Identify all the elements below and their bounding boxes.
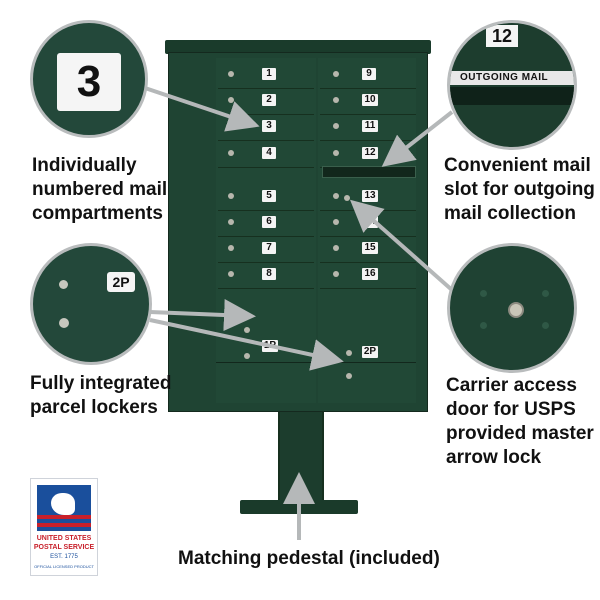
mail-compartment-door-7[interactable] (218, 238, 314, 263)
zoom-slot-opening (450, 87, 574, 105)
arrow-to-parcel-1 (149, 299, 256, 332)
mail-compartment-door-2[interactable] (218, 90, 314, 115)
arrow-to-parcel-2 (149, 318, 344, 371)
compartment-number-8: 8 (262, 268, 276, 280)
usps-line2: POSTAL SERVICE (33, 544, 95, 551)
compartment-lock[interactable] (228, 245, 234, 251)
zoom-parcel-locker: 2P (30, 243, 152, 365)
compartment-lock[interactable] (228, 150, 234, 156)
compartment-number-4: 4 (262, 147, 276, 159)
compartment-lock[interactable] (228, 271, 234, 277)
callout-line: Fully integrated (30, 373, 172, 394)
parcel-locker-2p-number: 2P (362, 346, 378, 358)
arrow-to-carrier-lock (350, 199, 454, 292)
carrier-lock[interactable] (344, 195, 350, 201)
mail-compartment-door-11[interactable] (320, 116, 416, 141)
callout-pedestal: Matching pedestal (included) (178, 548, 440, 569)
callout-line: parcel lockers (30, 397, 158, 418)
parcel-lock-2b[interactable] (346, 373, 352, 379)
zoom-master-lock (508, 302, 524, 318)
mail-compartment-door-16[interactable] (320, 264, 416, 289)
arrow-to-slot (381, 110, 454, 167)
callout-line: compartments (32, 203, 163, 224)
compartment-number-15: 15 (362, 242, 378, 254)
zoom-slot-label: OUTGOING MAIL (460, 72, 549, 83)
zoom-number-plate: 3 (57, 53, 121, 111)
compartment-lock[interactable] (228, 219, 234, 225)
parcel-lock-1b[interactable] (244, 353, 250, 359)
zoom-rivet (480, 322, 487, 329)
compartment-lock[interactable] (333, 245, 339, 251)
compartment-lock[interactable] (228, 71, 234, 77)
callout-line: slot for outgoing (444, 179, 595, 200)
compartment-lock[interactable] (228, 97, 234, 103)
compartment-lock[interactable] (333, 123, 339, 129)
compartment-number-1: 1 (262, 68, 276, 80)
zoom-rivet (480, 290, 487, 297)
callout-line: Convenient mail (444, 155, 591, 176)
compartment-number-11: 11 (362, 120, 378, 132)
usps-line1: UNITED STATES (36, 535, 92, 542)
mail-compartment-door-14[interactable] (320, 212, 416, 237)
zoom-parcel-label: 2P (107, 272, 135, 292)
callout-line: provided master (446, 423, 594, 444)
parcel-lock-2[interactable] (346, 350, 352, 356)
compartment-number-13: 13 (362, 190, 378, 202)
zoom-outgoing-slot: 12 OUTGOING MAIL (447, 20, 577, 150)
usps-line3: EST. 1775 (50, 554, 78, 560)
compartment-number-7: 7 (262, 242, 276, 254)
callout-line: Individually (32, 155, 137, 176)
usps-eagle-logo (37, 485, 91, 531)
compartment-lock[interactable] (333, 150, 339, 156)
callout-line: numbered mail (32, 179, 168, 200)
compartment-lock[interactable] (333, 97, 339, 103)
zoom-parcel-lock-top (59, 280, 68, 289)
compartment-lock[interactable] (333, 193, 339, 199)
mail-compartment-door-4[interactable] (218, 143, 314, 168)
mail-compartment-door-6[interactable] (218, 212, 314, 237)
mail-compartment-door-15[interactable] (320, 238, 416, 263)
zoom-compartment-number: 3 (30, 20, 148, 138)
mailbox-top-cap (165, 40, 431, 54)
zoom-parcel-lock-bottom (59, 318, 69, 328)
compartment-number-6: 6 (262, 216, 276, 228)
arrow-to-compartment (144, 86, 260, 132)
outgoing-mail-slot[interactable] (322, 166, 416, 178)
callout-line: mail collection (444, 203, 576, 224)
compartment-lock[interactable] (333, 271, 339, 277)
callout-parcel-lockers: Fully integrated parcel lockers (30, 372, 171, 420)
compartment-number-10: 10 (362, 94, 378, 106)
zoom-slot-number: 12 (486, 25, 518, 47)
compartment-lock[interactable] (228, 193, 234, 199)
compartment-number-9: 9 (362, 68, 376, 80)
mail-compartment-door-10[interactable] (320, 90, 416, 115)
callout-carrier-door: Carrier access door for USPS provided ma… (446, 374, 594, 470)
callout-line: arrow lock (446, 447, 542, 468)
zoom-carrier-lock (447, 243, 577, 373)
compartment-number-5: 5 (262, 190, 276, 202)
callout-line: Carrier access (446, 375, 577, 396)
zoom-rivet (542, 322, 549, 329)
usps-badge: UNITED STATES POSTAL SERVICE EST. 1775 O… (30, 478, 98, 576)
mail-compartment-door-8[interactable] (218, 264, 314, 289)
compartment-lock[interactable] (333, 219, 339, 225)
zoom-rivet (542, 290, 549, 297)
callout-numbered-compartments: Individually numbered mail compartments (32, 154, 167, 226)
mail-compartment-door-3[interactable] (218, 116, 314, 141)
compartment-number-12: 12 (362, 147, 378, 159)
usps-line4: OFFICIAL LICENSED PRODUCT (34, 564, 94, 569)
compartment-number-2: 2 (262, 94, 276, 106)
compartment-number-16: 16 (362, 268, 378, 280)
mail-compartment-door-9[interactable] (320, 64, 416, 89)
compartment-number-3: 3 (262, 120, 276, 132)
callout-outgoing-slot: Convenient mail slot for outgoing mail c… (444, 154, 595, 226)
zoom-slot-bar (450, 71, 574, 85)
compartment-lock[interactable] (333, 71, 339, 77)
mail-compartment-door-5[interactable] (218, 186, 314, 211)
mail-compartment-door-1[interactable] (218, 64, 314, 89)
callout-line: door for USPS (446, 399, 576, 420)
